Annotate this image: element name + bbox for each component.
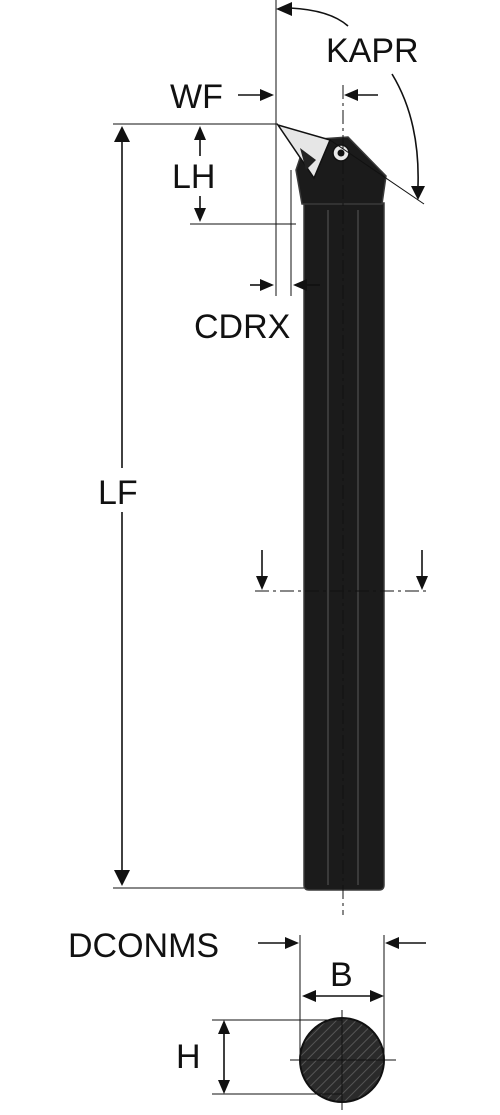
boring-bar	[276, 123, 387, 891]
lh-dimension	[190, 126, 296, 225]
bar-shank	[303, 202, 385, 891]
cdrx-dimension	[250, 124, 320, 296]
h-label: H	[176, 1038, 201, 1076]
section-arrow-left	[256, 550, 268, 590]
kapr-dimension	[276, 2, 425, 205]
b-label: B	[330, 956, 353, 994]
b-dimension	[302, 990, 384, 1002]
section-arrow-right	[416, 550, 428, 590]
dconms-dimension	[258, 935, 426, 1060]
cross-section	[290, 1010, 396, 1110]
wf-dimension	[238, 0, 378, 124]
wf-label: WF	[170, 78, 223, 116]
kapr-label: KAPR	[326, 32, 419, 70]
dconms-label: DCONMS	[68, 927, 219, 965]
insert-pocket	[300, 148, 316, 170]
lf-label: LF	[98, 474, 138, 512]
lh-label: LH	[172, 158, 215, 196]
cdrx-label: CDRX	[194, 308, 290, 346]
h-dimension	[212, 1019, 342, 1095]
